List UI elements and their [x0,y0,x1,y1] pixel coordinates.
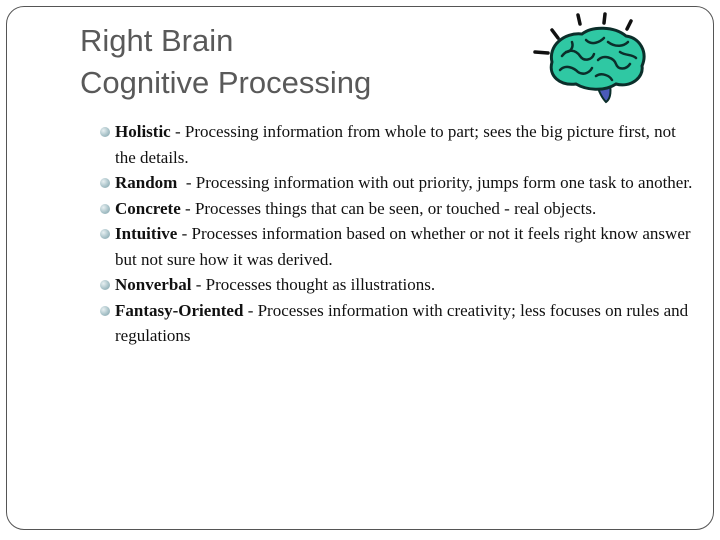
list-item: Random - Processing information with out… [100,170,700,196]
bullet-term: Concrete [115,198,181,218]
bullet-icon [100,178,110,188]
title-line-2: Cognitive Processing [80,65,372,100]
idea-rays-icon [533,12,633,55]
list-item: Intuitive - Processes information based … [100,221,700,272]
brain-clipart-icon [533,12,646,104]
title-line-1: Right Brain [80,23,234,58]
list-item: Holistic - Processing information from w… [100,119,700,170]
bullet-term: Random [115,173,178,192]
list-item: Nonverbal - Processes thought as illustr… [100,272,700,298]
bullet-icon [100,127,110,137]
list-item: Concrete - Processes things that can be … [100,196,700,222]
bullet-term: Nonverbal [115,275,192,294]
bullet-text: - Processes thought as illustrations. [191,275,436,294]
bullet-text: - Processes information with creativity;… [115,300,689,346]
bullet-text: - Processing information with out priori… [177,173,693,192]
bullet-icon [100,280,110,290]
bullet-term: Intuitive [115,224,178,243]
bullet-term: Fantasy-Oriented [115,300,244,320]
bullet-icon [100,305,110,316]
bullet-icon [100,203,110,214]
bullet-term: Holistic [115,122,171,141]
bullet-text: - Processing information from whole to p… [115,122,676,167]
bullet-text: - Processes information based on whether… [115,224,691,269]
bullet-list: Holistic - Processing information from w… [100,119,700,349]
slide-title: Right Brain Cognitive Processing [80,20,371,104]
slide-frame [6,6,714,530]
list-item: Fantasy-Oriented - Processes information… [100,298,700,349]
bullet-text: - Processes things that can be seen, or … [180,198,597,218]
bullet-icon [100,229,110,239]
